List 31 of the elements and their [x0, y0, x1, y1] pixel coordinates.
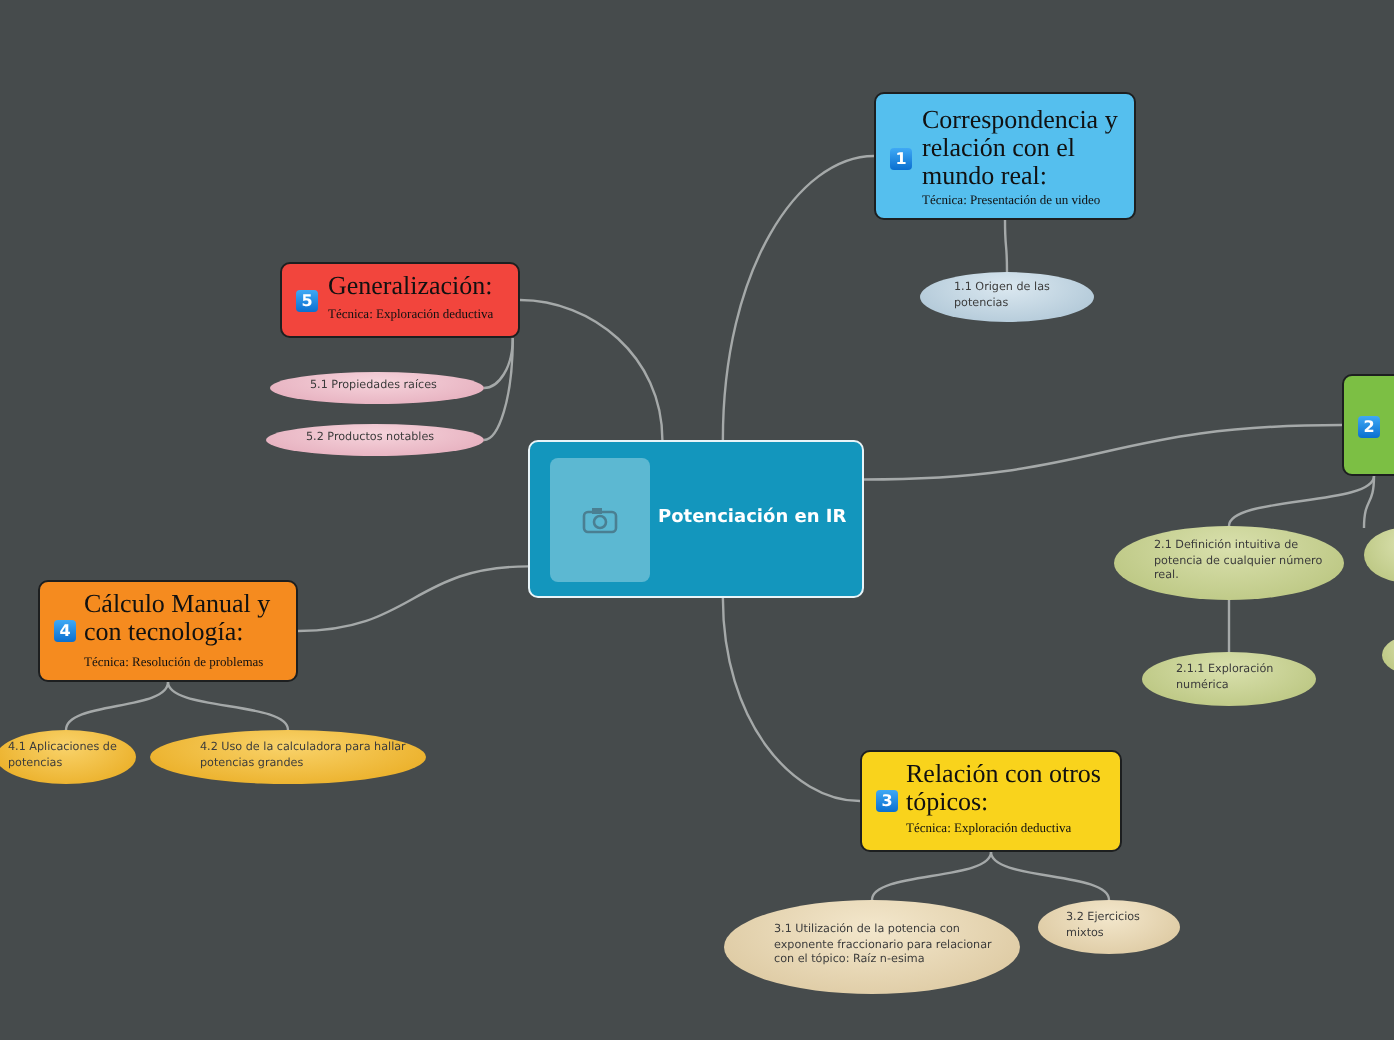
topic-box [874, 92, 1136, 220]
connector-line [721, 597, 861, 803]
subtopic-ellipse [0, 730, 136, 784]
connector-line [64, 681, 170, 731]
number-badge: 2 [1358, 416, 1380, 438]
connector-line [1227, 600, 1231, 652]
topic-title: Cálculo Manual y con tecnología: [84, 590, 273, 646]
connector-line [1362, 475, 1376, 529]
connector-line [483, 337, 514, 390]
connector-line [166, 681, 290, 731]
topic-box [38, 580, 298, 682]
topic-title: Generalización: [328, 272, 495, 300]
topic-box [280, 262, 520, 338]
connector-line [989, 851, 1111, 901]
topic-title: Correspondencia y relación con el mundo real: [922, 106, 1120, 190]
number-badge: 1 [890, 148, 912, 170]
connector-line [721, 154, 875, 441]
number-badge: 3 [876, 790, 898, 812]
connector-line [519, 298, 664, 441]
connector-line [1227, 475, 1376, 527]
topic-title: Potenciación en IR [658, 508, 847, 528]
number-badge: 4 [54, 620, 76, 642]
connector-line [870, 851, 993, 901]
number-badge: 5 [296, 290, 318, 312]
central-topic-box [528, 440, 864, 598]
connector-line [483, 337, 514, 442]
connector-line [297, 565, 529, 633]
topic-box [860, 750, 1122, 852]
connector-line [863, 423, 1343, 481]
topic-title: Relación con otros tópicos: [906, 760, 1103, 816]
connector-line [1003, 220, 1009, 272]
